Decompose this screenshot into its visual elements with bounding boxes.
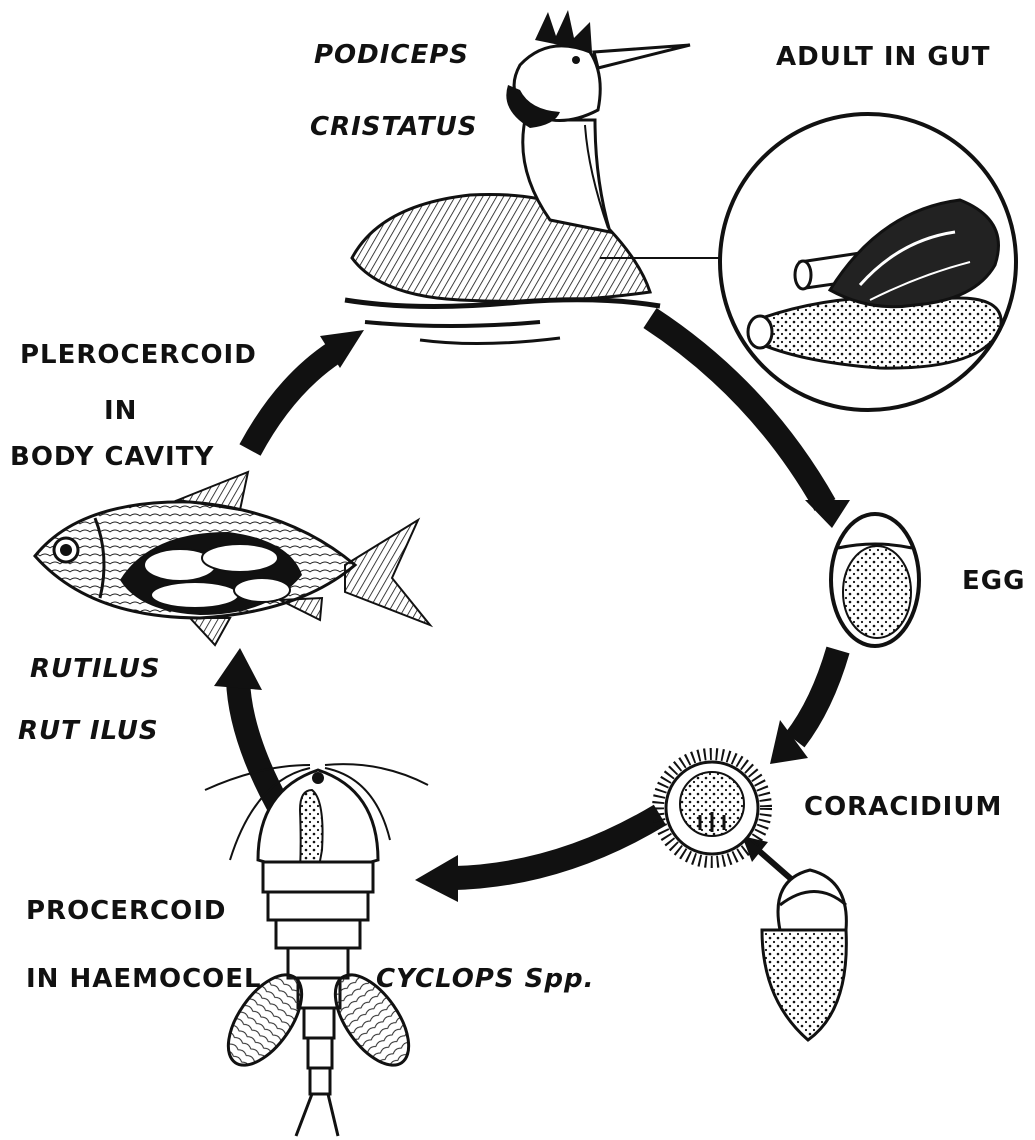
coracidium-illustration xyxy=(658,754,766,862)
copepod-illustration xyxy=(205,764,428,1136)
fish-illustration xyxy=(35,472,430,645)
hatching-egg-illustration xyxy=(762,870,846,1040)
arrow-hatch-to-coracidium xyxy=(742,836,798,885)
host-bird-genus-label: PODICEPS xyxy=(314,40,469,70)
host-bird-species-label: CRISTATUS xyxy=(310,112,477,142)
plerocercoid-label-line1: PLEROCERCOID xyxy=(20,340,257,370)
egg-illustration xyxy=(831,514,919,646)
plerocercoid-label-line2: IN xyxy=(104,396,137,426)
arrow-egg-to-coracidium xyxy=(770,650,838,764)
adult-in-gut-label: ADULT IN GUT xyxy=(776,42,991,72)
coracidium-label: CORACIDIUM xyxy=(804,792,1002,822)
procercoid-label-line2: IN HAEMOCOEL xyxy=(26,964,262,994)
arrow-coracidium-to-copepod xyxy=(415,815,660,902)
adult-in-gut-inset xyxy=(720,114,1016,410)
copepod-host-label: CYCLOPS Spp. xyxy=(376,964,594,994)
fish-genus-label: RUTILUS xyxy=(30,654,161,684)
fish-species-label: RUT ILUS xyxy=(18,716,159,746)
egg-label: EGG xyxy=(962,566,1025,596)
procercoid-label-line1: PROCERCOID xyxy=(26,896,226,926)
arrow-fish-to-bird xyxy=(250,330,364,450)
plerocercoid-label-line3: BODY CAVITY xyxy=(10,442,214,472)
